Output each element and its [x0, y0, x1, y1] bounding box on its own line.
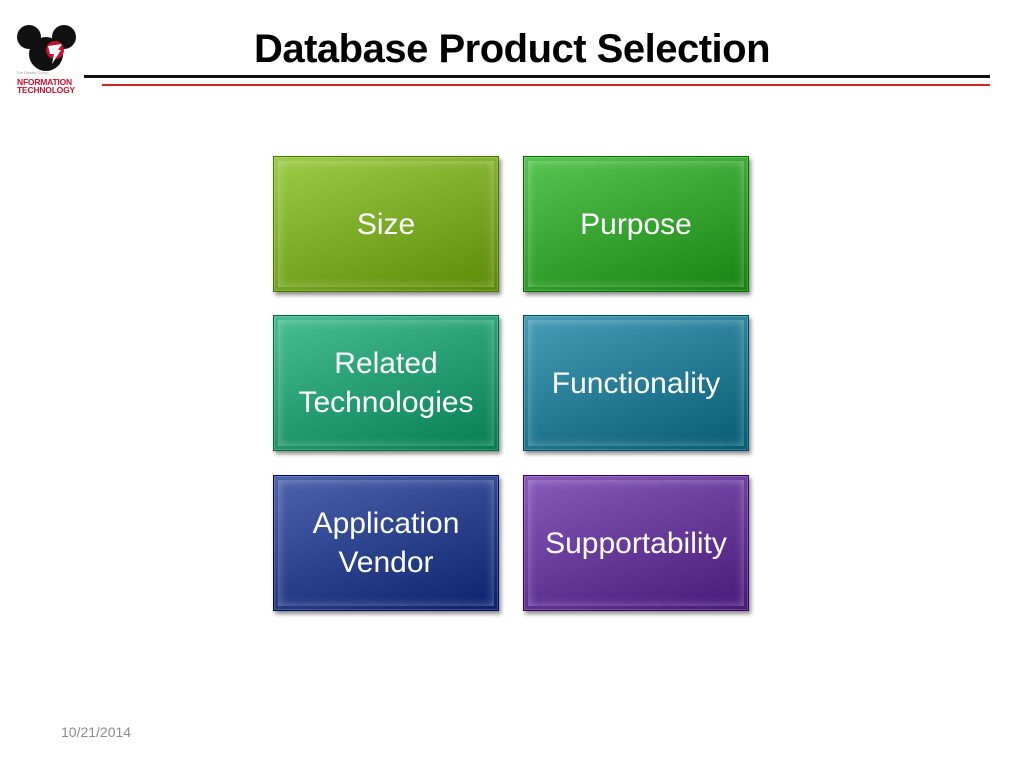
logo-text-technology: TECHNOLOGY — [17, 85, 75, 95]
slide-date: 10/21/2014 — [61, 724, 132, 740]
tile-purpose: Purpose — [523, 156, 749, 292]
company-logo — [14, 22, 80, 98]
tile-label-line: Related — [334, 347, 438, 380]
tile-application-vendor: Application Vendor — [273, 475, 499, 611]
tile-size: Size — [273, 156, 499, 292]
tile-label: Supportability — [545, 526, 727, 560]
mouse-ears-icon — [17, 25, 76, 71]
logo-text-information: NFORMATION — [17, 77, 72, 87]
tile-label: Size — [356, 207, 416, 241]
slide-title: Database Product Selection — [253, 27, 771, 71]
tile-label: Application Vendor — [307, 504, 466, 582]
logo-tagline: The Disney Group — [16, 70, 49, 75]
title-divider-black — [84, 75, 990, 78]
tile-label: Functionality — [551, 366, 721, 400]
tile-label-line: Application — [312, 507, 460, 540]
title-divider-red — [102, 84, 990, 86]
tile-related-technologies: Related Technologies — [273, 315, 499, 451]
tile-supportability: Supportability — [523, 475, 749, 611]
tile-label-line: Technologies — [298, 386, 474, 419]
tile-label: Purpose — [580, 207, 692, 241]
tile-functionality: Functionality — [523, 315, 749, 451]
tile-label-line: Vendor — [338, 546, 434, 579]
tile-label: Related Technologies — [292, 344, 479, 422]
